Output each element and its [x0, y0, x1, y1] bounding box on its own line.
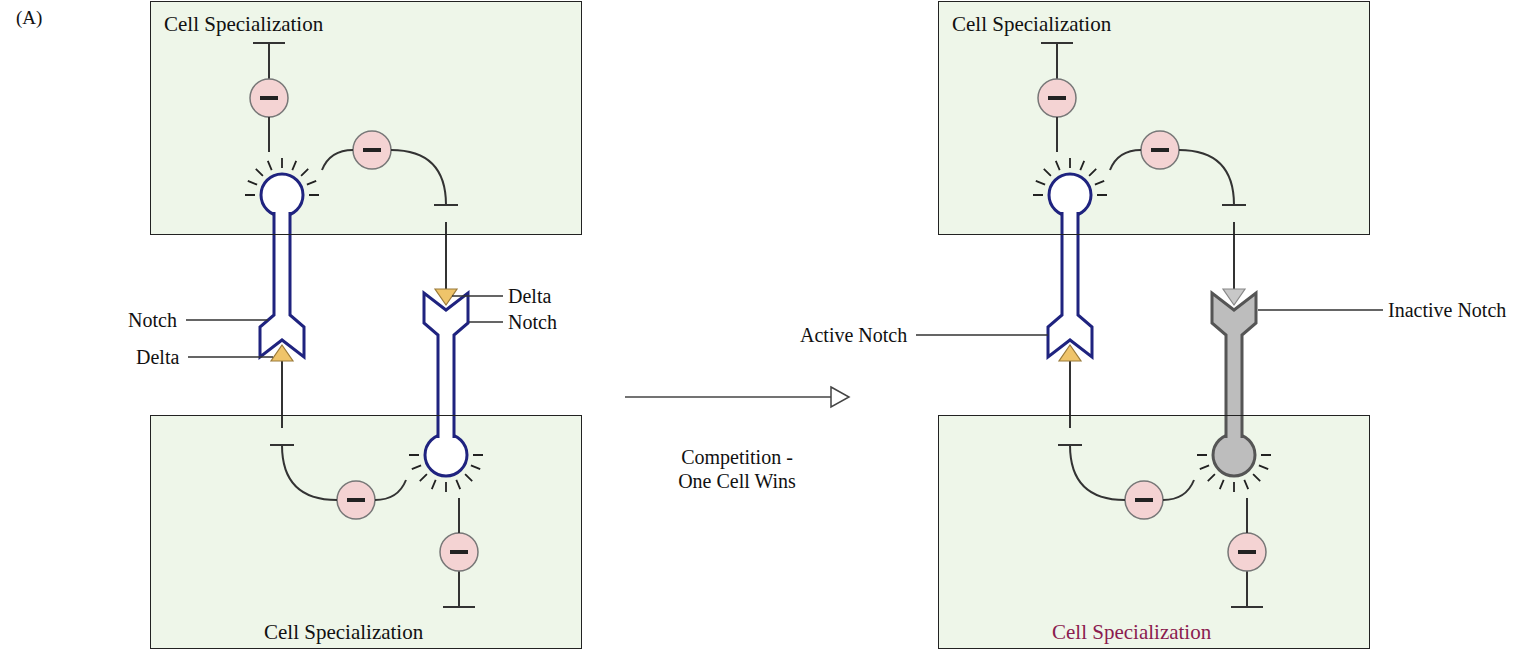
notch-receptor [260, 174, 304, 357]
label-holder: Notch [508, 310, 557, 334]
left-panel [186, 43, 503, 607]
part-label: Inactive Notch [1388, 298, 1506, 322]
cell-label: Cell Specialization [264, 620, 423, 644]
box-fill [938, 1, 1370, 235]
leader-line [186, 296, 503, 357]
part-label: Active Notch [800, 323, 907, 347]
box-fills [150, 1, 1370, 649]
cell-label: Cell Specialization [952, 12, 1111, 36]
part-label: (A) [16, 6, 42, 30]
label-holder: Active Notch [800, 323, 907, 347]
part-label: Delta [508, 284, 551, 308]
lower-cell-signalling [270, 293, 483, 607]
label-holder: Notch [128, 308, 177, 332]
active-notch-receptor [1048, 174, 1092, 357]
inactive-notch-receptor [1212, 293, 1256, 476]
cell-label: Cell Specialization [164, 12, 323, 36]
delta-ligand [271, 345, 293, 361]
box-fill [150, 415, 582, 649]
cell-box: Cell Specialization [938, 1, 1370, 235]
arrow-caption: Competition - One Cell Wins [667, 445, 807, 493]
box-fill [938, 415, 1370, 649]
label-holder: Inactive Notch [1388, 298, 1506, 322]
arrow-head [831, 387, 849, 407]
cell-box: Cell Specialization [150, 1, 582, 235]
lower-cell-signalling [1058, 293, 1271, 607]
cell-box: Cell Specialization [938, 415, 1370, 649]
label-holder: (A) [16, 6, 42, 30]
box-fill [150, 1, 582, 235]
competition-arrow [625, 387, 849, 407]
right-panel [1033, 43, 1271, 607]
part-label: Delta [136, 345, 179, 369]
part-label: Notch [508, 310, 557, 334]
label-holder: Competition - One Cell Wins [667, 445, 807, 493]
leader-line [916, 310, 1383, 335]
label-holder: Delta [136, 345, 179, 369]
part-label: Notch [128, 308, 177, 332]
cell-label: Cell Specialization [1052, 620, 1211, 644]
arrow-shaft [625, 396, 831, 398]
label-holder: Delta [508, 284, 551, 308]
delta-ligand [1059, 345, 1081, 361]
notch-receptor [424, 293, 468, 476]
cell-box: Cell Specialization [150, 415, 582, 649]
